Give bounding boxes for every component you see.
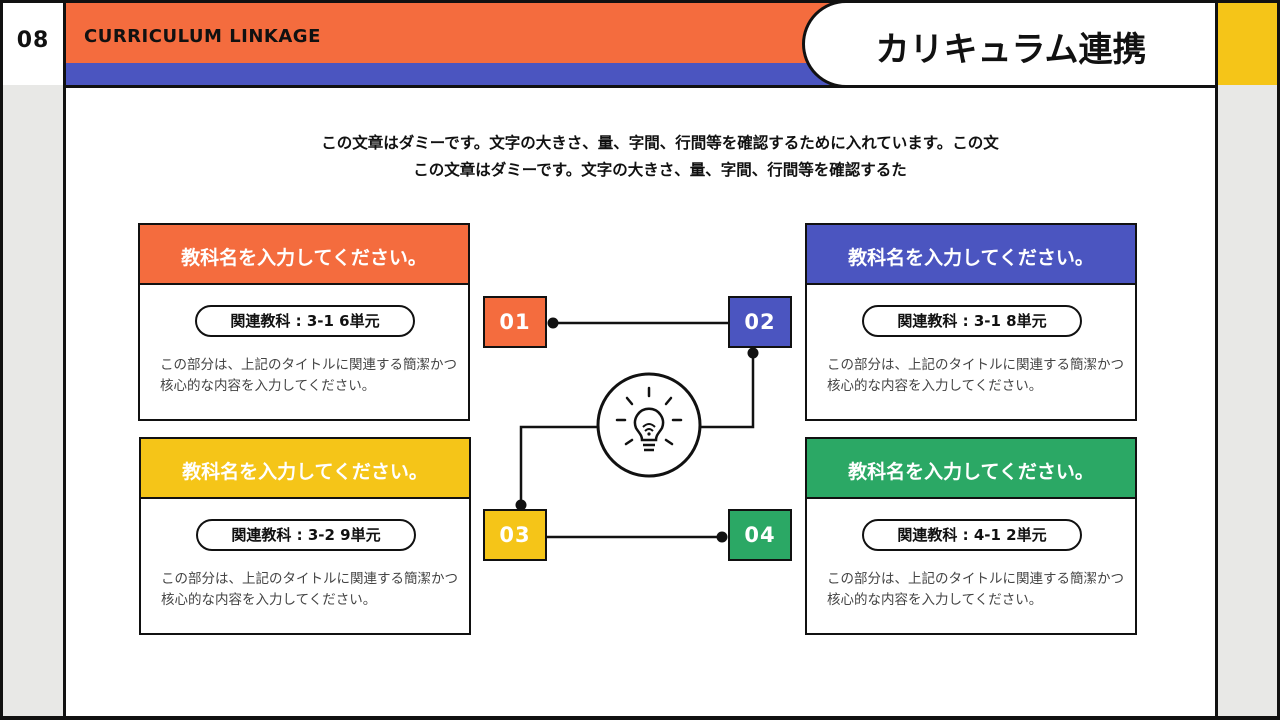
card-description: この部分は、上記のタイトルに関連する簡潔かつ核心的な内容を入力してください。 bbox=[827, 357, 1124, 394]
card-title: 教科名を入力してください。 bbox=[182, 461, 428, 483]
related-subject-pill: 関連教科 : 3-1 8単元 bbox=[862, 305, 1082, 337]
subject-card-03: 教科名を入力してください。 関連教科 : 3-2 9単元 この部分は、上記のタイ… bbox=[139, 437, 471, 635]
connector-bulb-03 bbox=[519, 425, 597, 505]
number-badge-01: 01 bbox=[483, 296, 547, 348]
subject-card-02: 教科名を入力してください。 関連教科 : 3-1 8単元 この部分は、上記のタイ… bbox=[805, 223, 1137, 421]
right-margin-band bbox=[1215, 85, 1280, 720]
card-description: この部分は、上記のタイトルに関連する簡潔かつ核心的な内容を入力してください。 bbox=[161, 571, 458, 608]
page-number-box bbox=[0, 0, 66, 88]
connector-dot bbox=[716, 531, 728, 543]
related-subject-pill: 関連教科 : 3-2 9単元 bbox=[196, 519, 416, 551]
related-subject-pill: 関連教科 : 3-1 6単元 bbox=[195, 305, 415, 337]
card-description: この部分は、上記のタイトルに関連する簡潔かつ核心的な内容を入力してください。 bbox=[827, 571, 1124, 608]
card-title: 教科名を入力してください。 bbox=[181, 247, 427, 269]
page-number: 08 bbox=[16, 28, 50, 53]
number-badge-02: 02 bbox=[728, 296, 792, 348]
subject-card-04: 教科名を入力してください。 関連教科 : 4-1 2単元 この部分は、上記のタイ… bbox=[805, 437, 1137, 635]
connector-dot bbox=[747, 347, 759, 359]
card-header: 教科名を入力してください。 bbox=[807, 225, 1135, 285]
connector-dot bbox=[515, 499, 527, 511]
card-title: 教科名を入力してください。 bbox=[848, 461, 1094, 483]
intro-line-2: この文章はダミーです。文字の大きさ、量、字間、行間等を確認するた bbox=[413, 161, 907, 179]
related-subject-pill: 関連教科 : 4-1 2単元 bbox=[862, 519, 1082, 551]
connector-dot bbox=[547, 317, 559, 329]
card-header: 教科名を入力してください。 bbox=[807, 439, 1135, 499]
card-title: 教科名を入力してください。 bbox=[848, 247, 1094, 269]
card-header: 教科名を入力してください。 bbox=[141, 439, 469, 499]
lightbulb-icon bbox=[596, 372, 702, 478]
page-title: カリキュラム連携 bbox=[875, 30, 1147, 70]
header-accent-bar bbox=[63, 63, 853, 88]
number-badge-04: 04 bbox=[728, 509, 792, 561]
bottom-border bbox=[0, 716, 1280, 720]
card-description: この部分は、上記のタイトルに関連する簡潔かつ核心的な内容を入力してください。 bbox=[160, 357, 457, 394]
intro-text: この文章はダミーです。文字の大きさ、量、字間、行間等を確認するために入れています… bbox=[150, 130, 1170, 184]
section-title-english: CURRICULUM LINKAGE bbox=[84, 26, 321, 47]
subject-card-01: 教科名を入力してください。 関連教科 : 3-1 6単元 この部分は、上記のタイ… bbox=[138, 223, 470, 421]
intro-line-1: この文章はダミーです。文字の大きさ、量、字間、行間等を確認するために入れています… bbox=[321, 134, 999, 152]
left-margin-band bbox=[0, 85, 66, 720]
connector-02-bulb bbox=[701, 353, 755, 429]
card-header: 教科名を入力してください。 bbox=[140, 225, 468, 285]
number-badge-03: 03 bbox=[483, 509, 547, 561]
